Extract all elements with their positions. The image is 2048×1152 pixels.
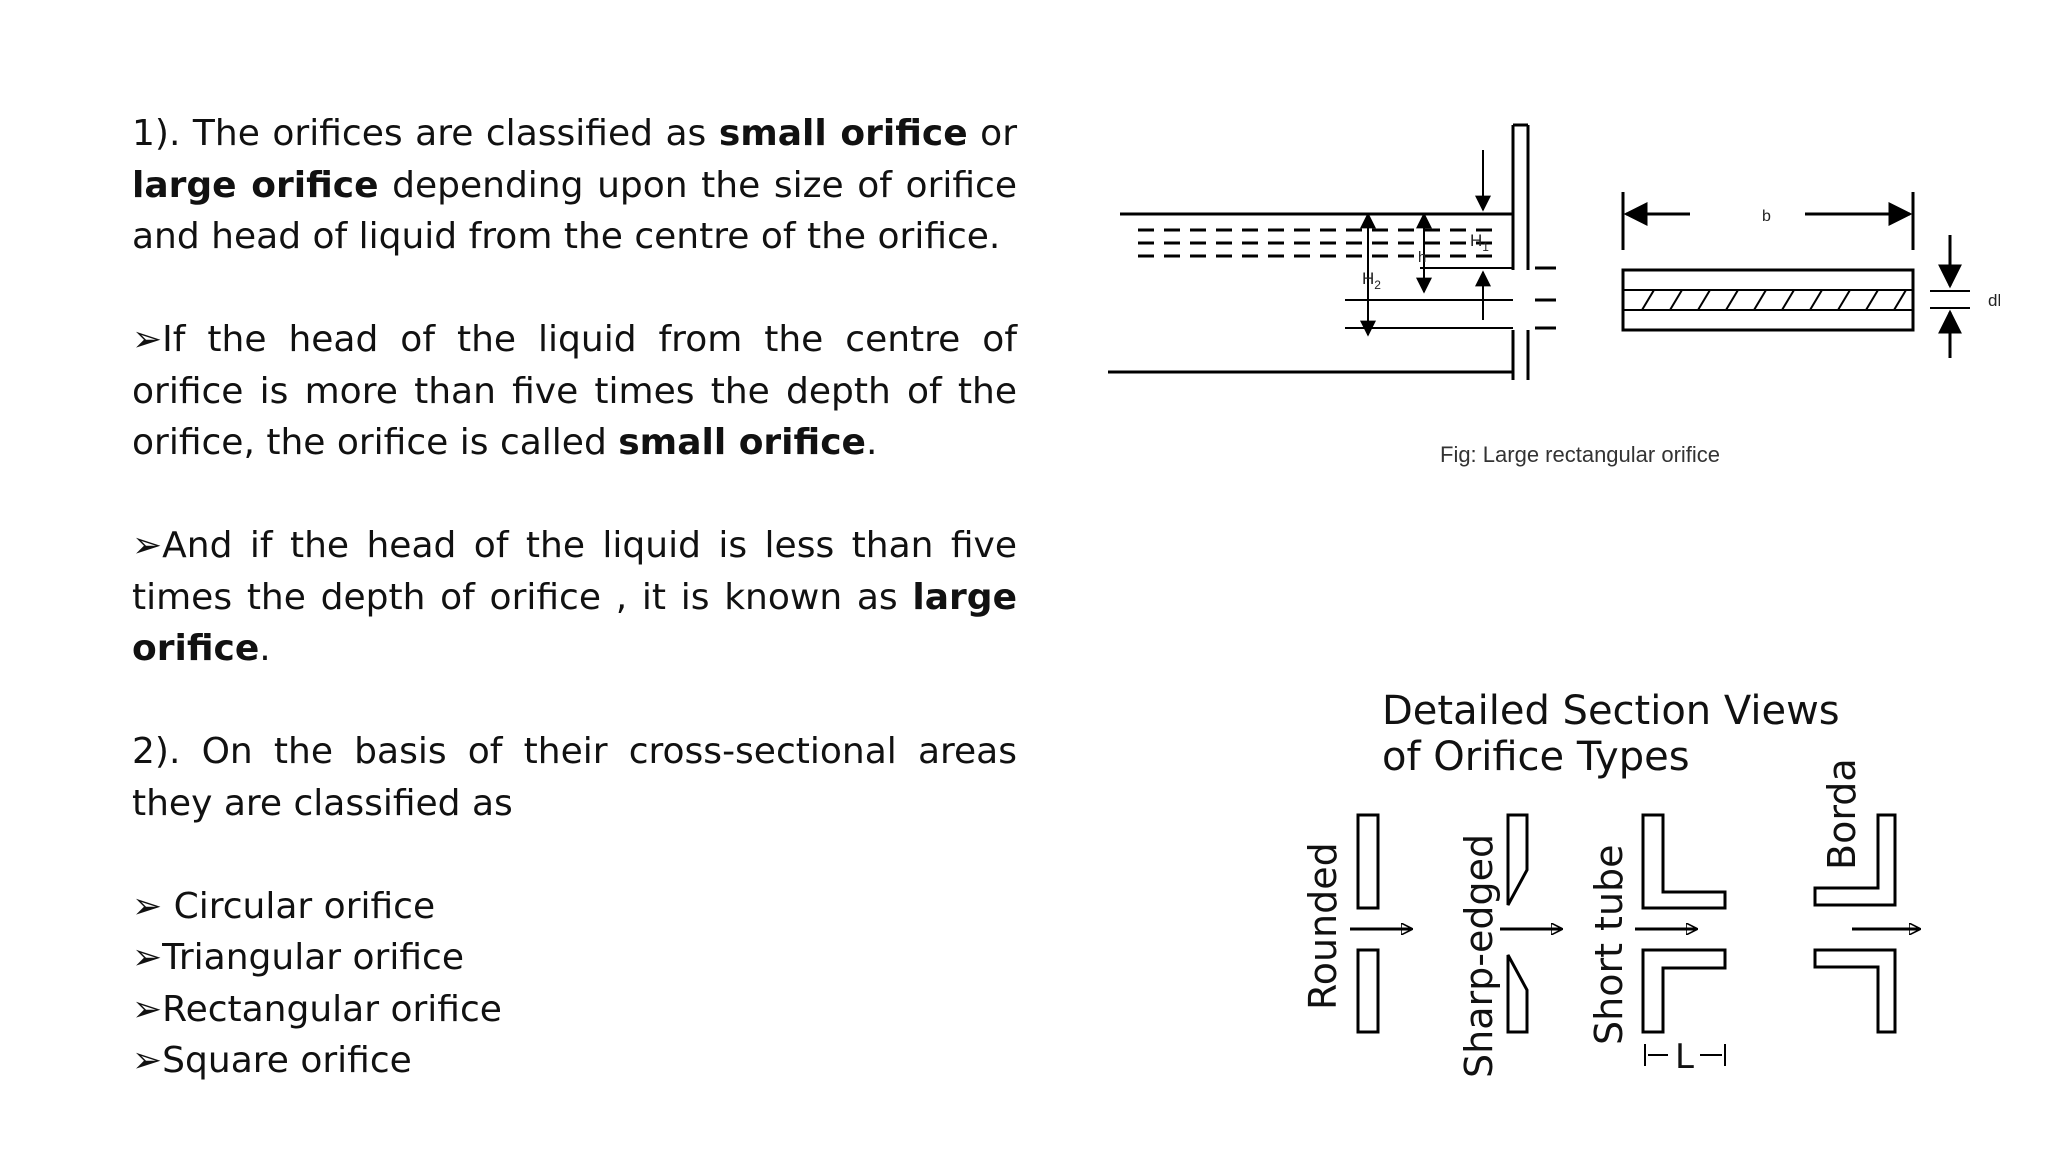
bold-term: large orifice <box>132 576 1017 670</box>
figure-title-line2: of Orifice Types <box>1382 734 1690 780</box>
orifice-type-list: ➢ Circular orifice ➢Triangular orifice ➢… <box>132 881 1017 1087</box>
text-segment: depending upon the size of orifice and h… <box>132 164 1017 258</box>
text-segment: or <box>967 113 1017 154</box>
figure-caption: Fig: Large rectangular orifice <box>1440 442 1721 467</box>
label-h2: H2 <box>1362 269 1381 292</box>
text-segment: And if the head of the liquid is less th… <box>132 525 1017 618</box>
label-h1: H1 <box>1470 231 1489 254</box>
text-segment: . <box>865 422 878 463</box>
paragraph-large-orifice: ➢And if the head of the liquid is less t… <box>132 520 1017 675</box>
large-rectangular-orifice-diagram: H1 h H2 b dh <box>1108 123 2000 380</box>
arrow-bullet-icon: ➢ <box>132 1040 163 1081</box>
list-item: ➢Triangular orifice <box>132 932 1017 984</box>
arrow-bullet-icon: ➢ <box>132 885 163 927</box>
figure-title-line1: Detailed Section Views <box>1382 688 1840 734</box>
list-item: ➢Rectangular orifice <box>132 984 1017 1036</box>
list-item-label: Triangular orifice <box>162 937 464 978</box>
label-rounded: Rounded <box>1301 842 1345 1010</box>
text-segment: If the head of the liquid from the centr… <box>132 319 1017 463</box>
label-length: L <box>1675 1037 1694 1077</box>
text-segment: 1). The orifices are classified as <box>132 113 719 154</box>
bold-term: small orifice <box>718 113 968 154</box>
bold-term: large orifice <box>132 164 379 206</box>
text-segment: . <box>259 628 271 669</box>
paragraph-small-orifice: ➢If the head of the liquid from the cent… <box>132 314 1017 469</box>
label-short-tube: Short tube <box>1587 844 1631 1045</box>
bold-term: small orifice <box>618 422 866 463</box>
label-borda: Borda <box>1820 758 1864 870</box>
arrow-bullet-icon: ➢ <box>132 988 163 1030</box>
list-item-label: Rectangular orifice <box>162 988 502 1030</box>
list-item: ➢Square orifice <box>132 1035 1017 1087</box>
list-item-label: Circular orifice <box>162 885 436 927</box>
label-h: h <box>1418 249 1426 266</box>
label-dh: dh <box>1988 291 2000 310</box>
arrow-bullet-icon: ➢ <box>132 525 163 566</box>
list-item: ➢ Circular orifice <box>132 881 1017 933</box>
paragraph-classification-size: 1). The orifices are classified as small… <box>132 108 1017 263</box>
label-b: b <box>1762 208 1771 225</box>
orifice-types-section-diagram: Detailed Section Views of Orifice Types … <box>1301 688 1940 1078</box>
list-item-label: Square orifice <box>162 1040 412 1081</box>
paragraph-classification-area: 2). On the basis of their cross-sectiona… <box>132 731 1017 824</box>
slide-text: 1). The orifices are classified as small… <box>132 108 1017 1087</box>
arrow-bullet-icon: ➢ <box>132 319 163 360</box>
label-sharp-edged: Sharp-edged <box>1457 834 1501 1078</box>
arrow-bullet-icon: ➢ <box>132 937 163 978</box>
